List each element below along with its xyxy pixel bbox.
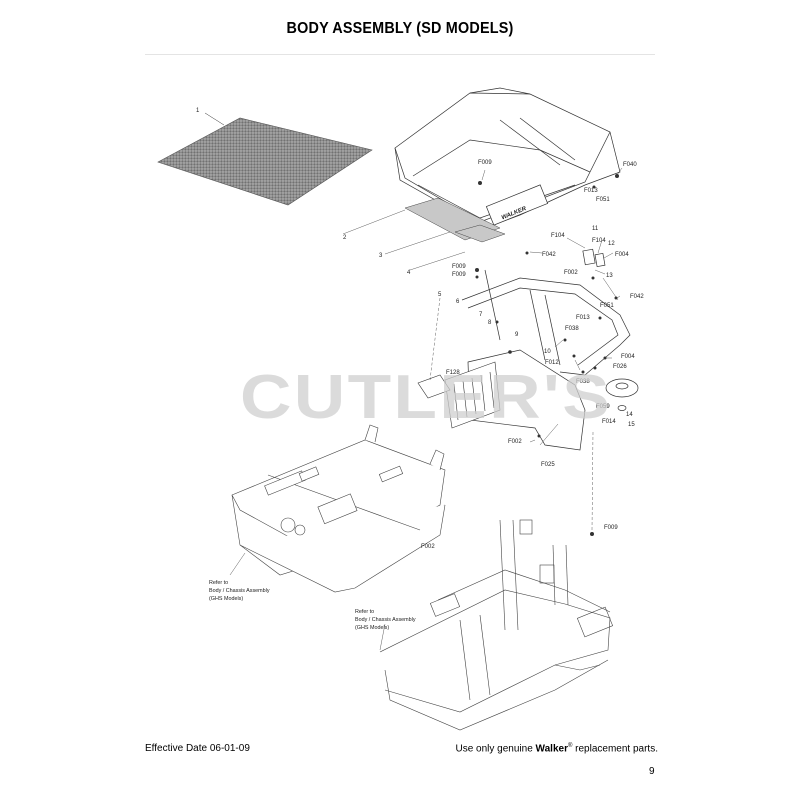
- note-right-line-2: Body / Chassis Assembly: [355, 617, 416, 623]
- callout-1: 1: [196, 108, 200, 114]
- callout-3: 3: [379, 253, 383, 259]
- callout-4: 4: [407, 270, 411, 276]
- callout-f104-b: F104: [592, 238, 606, 244]
- callout-f012: F012: [545, 360, 559, 366]
- callout-f004-b: F004: [621, 354, 635, 360]
- callout-f002-c: F002: [421, 544, 435, 550]
- note-right-line-3: (GHS Models): [355, 625, 389, 631]
- grille-f128: [444, 361, 501, 429]
- hopper-body: [394, 87, 621, 229]
- bracket-frame: [461, 248, 631, 376]
- callout-6: 6: [456, 299, 460, 305]
- spinner-disc: [605, 378, 639, 411]
- page-number: 9: [649, 766, 655, 777]
- callout-f026: F026: [613, 364, 627, 370]
- effective-date: Effective Date 06-01-09: [145, 743, 250, 754]
- callout-f059: F059: [596, 404, 610, 410]
- hardware-fasteners: [430, 174, 619, 536]
- footer-brand: Walker: [535, 743, 568, 755]
- callout-f025: F025: [541, 462, 555, 468]
- callout-f042-a: F042: [542, 252, 556, 258]
- watermark: CUTLER'S: [240, 363, 613, 432]
- callout-11: 11: [592, 226, 599, 232]
- callout-5: 5: [438, 292, 442, 298]
- callout-f128: F128: [446, 370, 460, 376]
- callout-f013-a: F013: [584, 188, 598, 194]
- callout-f004-a: F004: [615, 252, 629, 258]
- page-title: BODY ASSEMBLY (SD MODELS): [286, 20, 514, 37]
- callout-f009-d: F009: [604, 525, 618, 531]
- header-rule: [145, 54, 655, 55]
- callout-f014: F014: [602, 419, 616, 425]
- callout-f038-a: F038: [565, 326, 579, 332]
- note-right-line-1: Refer to: [355, 609, 374, 615]
- note-left-line-2: Body / Chassis Assembly: [209, 588, 270, 594]
- callout-f051-b: F051: [600, 303, 614, 309]
- under-plates: [404, 197, 506, 243]
- footer-prefix: Use only genuine: [455, 743, 536, 755]
- callout-f042-b: F042: [630, 294, 644, 300]
- callout-12: 12: [608, 241, 615, 247]
- callout-f013-b: F013: [576, 315, 590, 321]
- note-left-line-3: (GHS Models): [209, 596, 243, 602]
- callout-f002-a: F002: [564, 270, 578, 276]
- callout-14: 14: [626, 412, 633, 418]
- small-plate: [417, 374, 451, 399]
- note-left-line-1: Refer to: [209, 580, 228, 586]
- callout-f002-b: F002: [508, 439, 522, 445]
- callout-f104-a: F104: [551, 233, 565, 239]
- callout-13: 13: [606, 273, 613, 279]
- floor-mat: [157, 117, 373, 206]
- chassis-frame: [379, 519, 614, 731]
- callout-f009-a: F009: [478, 160, 492, 166]
- chute-plate: [467, 349, 586, 451]
- footer-reg: ®: [567, 743, 573, 749]
- leader-lines: [481, 167, 623, 531]
- footer-suffix: replacement parts.: [572, 743, 658, 755]
- callout-f051-a: F051: [596, 197, 610, 203]
- callout-15: 15: [628, 422, 635, 428]
- callout-2: 2: [343, 235, 347, 241]
- callout-f038-b: F038: [576, 379, 590, 385]
- footer-notice: Use only genuine Walker® replacement par…: [455, 743, 658, 754]
- callout-f009-b: F009: [452, 264, 466, 270]
- callout-9: 9: [515, 332, 519, 338]
- callout-7: 7: [479, 312, 483, 318]
- callout-f040: F040: [623, 162, 637, 168]
- callout-10: 10: [544, 349, 551, 355]
- body-chassis-ghs: [231, 424, 446, 593]
- callout-8: 8: [488, 320, 492, 326]
- callout-f009-c: F009: [452, 272, 466, 278]
